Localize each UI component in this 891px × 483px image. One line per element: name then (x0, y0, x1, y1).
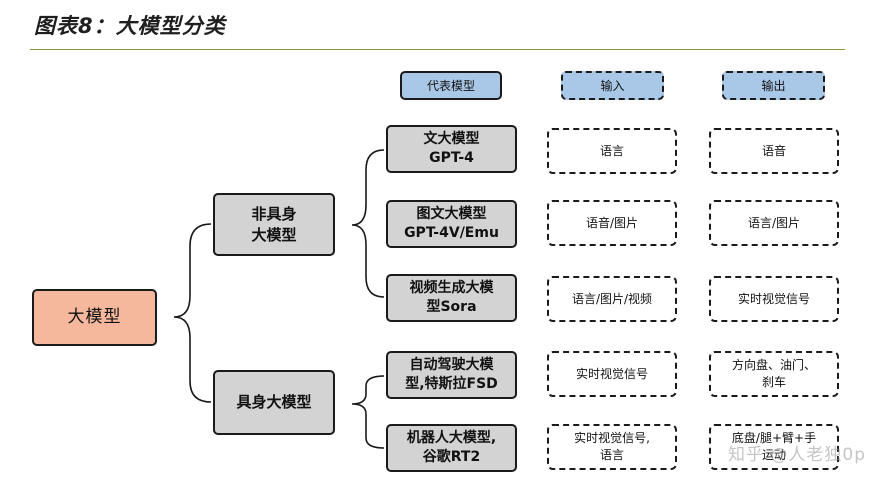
input-label: 实时视觉信号 (575, 366, 648, 381)
model-node: 机器人大模型, 谷歌RT2 (386, 424, 517, 472)
model-label: 图文大模型 GPT-4V/Emu (404, 206, 499, 241)
input-label: 语言/图片/视频 (571, 291, 653, 306)
output-box: 语言/图片 (709, 200, 839, 246)
cat1-brace (351, 149, 385, 298)
output-box: 方向盘、油门、 刹车 (709, 351, 839, 397)
model-node: 文大模型 GPT-4 (386, 125, 517, 173)
output-box: 底盘/腿+臂+手 运动 (709, 424, 839, 470)
output-label: 语言/图片 (747, 215, 801, 230)
output-box: 语音 (709, 128, 839, 174)
model-node: 自动驾驶大模 型,特斯拉FSD (386, 351, 517, 399)
model-label: 自动驾驶大模 型,特斯拉FSD (405, 357, 498, 392)
cat2-brace (351, 375, 385, 449)
model-label: 文大模型 GPT-4 (423, 131, 480, 166)
category-embodied: 具身大模型 (213, 370, 335, 435)
header-input: 输入 (561, 71, 664, 100)
output-label: 方向盘、油门、 刹车 (731, 358, 816, 389)
input-label: 实时视觉信号, 语言 (574, 431, 650, 462)
model-label: 机器人大模型, 谷歌RT2 (406, 430, 497, 465)
output-box: 实时视觉信号 (709, 276, 839, 322)
input-label: 语音/图片 (585, 215, 639, 230)
root-node: 大模型 (32, 289, 157, 346)
input-box: 实时视觉信号 (547, 351, 677, 397)
output-label: 语音 (761, 143, 786, 158)
output-label: 实时视觉信号 (737, 291, 810, 306)
root-brace (173, 223, 212, 403)
model-label: 视频生成大模 型Sora (409, 280, 494, 315)
figure-title: 图表8：大模型分类 (34, 14, 226, 38)
input-label: 语言 (599, 143, 624, 158)
header-output: 输出 (722, 71, 825, 100)
input-box: 语音/图片 (547, 200, 677, 246)
watermark: 知乎 @人老独0p (728, 445, 867, 465)
category-non-embodied: 非具身 大模型 (213, 193, 335, 256)
model-node: 视频生成大模 型Sora (386, 274, 517, 322)
header-model: 代表模型 (400, 71, 502, 100)
input-box: 语言/图片/视频 (547, 276, 677, 322)
input-box: 语言 (547, 128, 677, 174)
output-label: 底盘/腿+臂+手 运动 (731, 431, 817, 462)
category-label: 具身大模型 (236, 393, 312, 411)
title-divider (30, 49, 845, 50)
category-label: 非具身 大模型 (251, 204, 297, 244)
model-node: 图文大模型 GPT-4V/Emu (386, 200, 517, 248)
input-box: 实时视觉信号, 语言 (547, 424, 677, 470)
